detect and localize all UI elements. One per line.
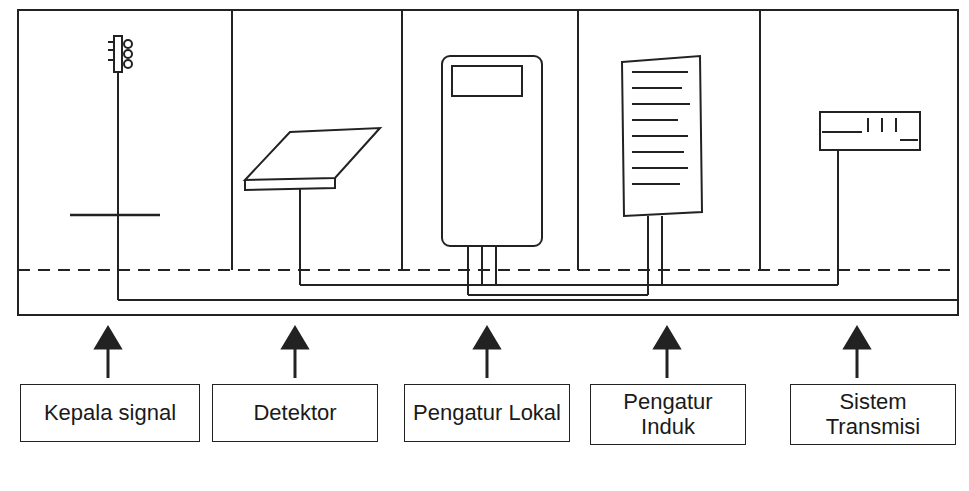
box-label: Sistem Transmisi <box>799 389 947 440</box>
label-box: Kepala signal <box>20 384 200 442</box>
label-box: Pengatur Lokal <box>404 384 570 442</box>
box-label: Pengatur Lokal <box>413 400 561 425</box>
pointer-arrows <box>96 328 869 378</box>
box-label: Pengatur Induk <box>599 389 737 440</box>
box-label: Detektor <box>253 400 336 425</box>
label-box: Sistem Transmisi <box>790 384 956 445</box>
panel-frame <box>18 10 958 315</box>
box-label: Kepala signal <box>44 400 176 425</box>
label-box: Pengatur Induk <box>590 384 746 445</box>
label-box: Detektor <box>212 384 378 442</box>
